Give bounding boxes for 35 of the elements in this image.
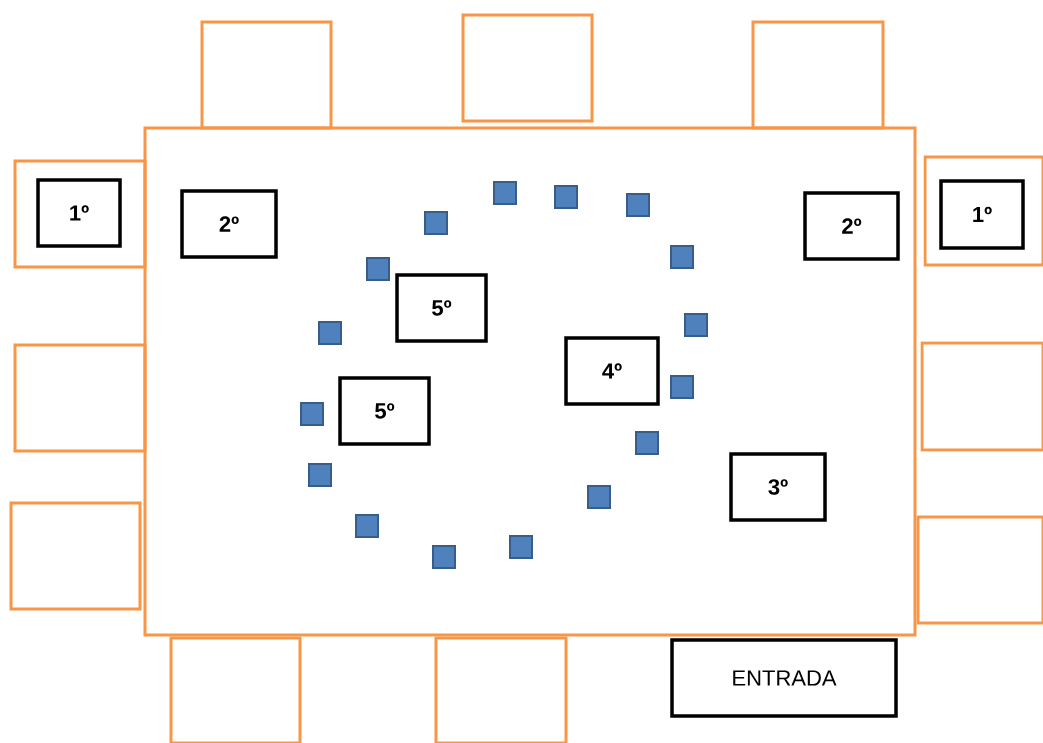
small-square xyxy=(493,181,517,205)
label-box: 5º xyxy=(338,376,431,446)
small-square xyxy=(670,375,694,399)
label-box: 2º xyxy=(180,189,278,259)
label-box: 4º xyxy=(564,336,660,406)
small-square xyxy=(670,245,694,269)
label-box: ENTRADA xyxy=(670,638,898,718)
small-square xyxy=(366,257,390,281)
small-square xyxy=(684,313,708,337)
seat-box xyxy=(169,636,302,743)
label-box: 5º xyxy=(395,273,488,343)
label-box: 3º xyxy=(729,452,827,522)
small-square xyxy=(626,193,650,217)
small-square xyxy=(300,402,324,426)
small-square xyxy=(308,463,332,487)
table-rectangle xyxy=(143,126,917,637)
small-square xyxy=(318,321,342,345)
seat-box xyxy=(434,636,568,743)
seat-box xyxy=(13,343,147,453)
seat-box xyxy=(13,159,147,269)
small-square xyxy=(509,535,533,559)
label-box: 1º xyxy=(939,179,1025,250)
small-square xyxy=(587,485,611,509)
label-box: 2º xyxy=(803,191,900,261)
seat-box xyxy=(916,515,1043,625)
seat-box xyxy=(923,155,1043,267)
small-square xyxy=(554,185,578,209)
label-box: 1º xyxy=(36,178,122,248)
seat-box xyxy=(9,501,142,611)
seat-box xyxy=(920,341,1043,452)
small-square xyxy=(355,514,379,538)
seat-box xyxy=(461,13,594,123)
small-square xyxy=(432,545,456,569)
small-square xyxy=(424,211,448,235)
small-square xyxy=(635,431,659,455)
